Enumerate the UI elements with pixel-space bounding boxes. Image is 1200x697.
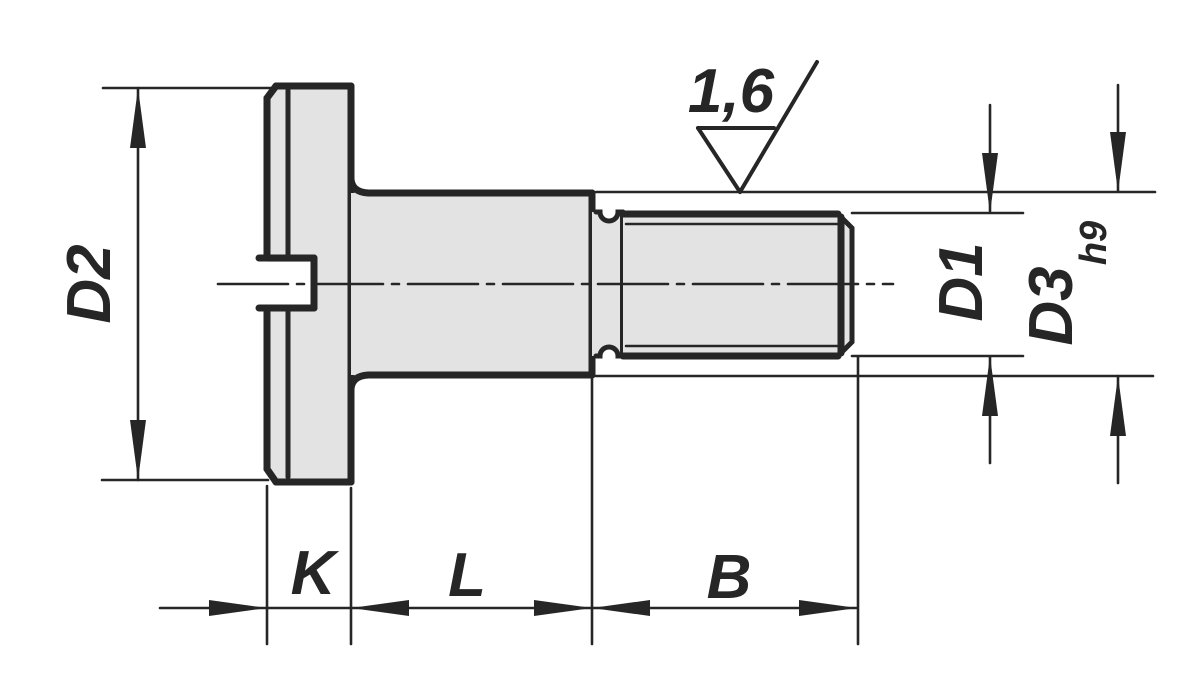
arrow-d1-down bbox=[982, 153, 998, 213]
label-l: L bbox=[448, 541, 486, 610]
label-d3: D3 bbox=[1017, 266, 1086, 345]
arrow-d2-up bbox=[130, 88, 146, 148]
arrow-d3-up bbox=[1110, 376, 1126, 436]
surface-roughness-symbol bbox=[696, 60, 819, 194]
head-outline-left-lower bbox=[263, 308, 280, 486]
label-d2: D2 bbox=[55, 244, 124, 323]
extension-lines bbox=[100, 86, 1157, 646]
labels: D2 1,6 D1 D3 h9 K L B bbox=[55, 57, 1115, 612]
head-outline-left-upper bbox=[263, 82, 280, 260]
undercut-top-edge bbox=[593, 209, 626, 224]
arrow-d3-down bbox=[1110, 132, 1126, 192]
shoulder-outline-bottom bbox=[347, 371, 596, 393]
arrow-d2-down bbox=[130, 420, 146, 480]
arrow-b-left bbox=[592, 600, 650, 616]
roughness-long-leg bbox=[738, 60, 819, 194]
undercut-notch-bottom bbox=[599, 347, 619, 367]
arrowheads bbox=[130, 88, 1126, 616]
label-b: B bbox=[707, 543, 752, 612]
roughness-short-leg bbox=[696, 126, 742, 194]
arrow-kl-left bbox=[351, 600, 409, 616]
label-roughness-value: 1,6 bbox=[688, 57, 775, 126]
shoulder-outline-top bbox=[347, 175, 596, 197]
undercut-bottom-edge bbox=[593, 344, 626, 359]
arrow-d1-up bbox=[982, 356, 998, 416]
arrow-b-right bbox=[799, 600, 857, 616]
arrow-l-right bbox=[534, 600, 592, 616]
label-d1: D1 bbox=[927, 242, 996, 321]
label-d3-tolerance: h9 bbox=[1073, 221, 1115, 265]
undercut-notch-top bbox=[599, 201, 619, 221]
label-k: K bbox=[291, 539, 340, 608]
arrow-k-right bbox=[209, 600, 267, 616]
